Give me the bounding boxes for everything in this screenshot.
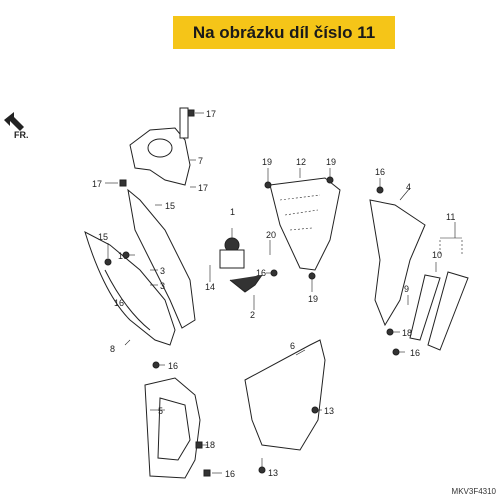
callout-16e: 16	[410, 348, 420, 358]
part-15-inner-panel	[127, 188, 196, 329]
callout-3a: 3	[160, 266, 165, 276]
callout-1: 1	[230, 207, 235, 217]
callout-16f: 16	[168, 361, 178, 371]
callout-18a: 18	[402, 328, 412, 338]
callout-9: 9	[404, 284, 409, 294]
part-6-lower-panel	[244, 339, 326, 451]
part-2-harness	[229, 274, 263, 293]
callout-19b: 19	[326, 157, 336, 167]
callout-6: 6	[290, 341, 295, 351]
callout-7: 7	[198, 156, 203, 166]
callout-16c: 16	[256, 268, 266, 278]
callout-13a: 13	[324, 406, 334, 416]
part-1-ignition-switch	[219, 228, 245, 269]
part-12-side-panel	[269, 177, 341, 271]
direction-label: FR.	[14, 130, 29, 140]
callout-5: 5	[158, 406, 163, 416]
callout-17b: 17	[92, 179, 102, 189]
callout-20: 20	[266, 230, 276, 240]
callout-4: 4	[406, 182, 411, 192]
leader-lines	[105, 112, 456, 474]
part-7-top-cover	[129, 107, 191, 186]
part-banner: Na obrázku díl číslo 11	[173, 16, 395, 49]
callout-2: 2	[250, 310, 255, 320]
part-10-strip	[409, 274, 441, 341]
callout-17a: 17	[206, 109, 216, 119]
callout-16g: 16	[225, 469, 235, 479]
callout-15b: 15	[98, 232, 108, 242]
callout-18b: 18	[205, 440, 215, 450]
diagram-code: MKV3F4310	[451, 487, 496, 496]
callout-11: 11	[446, 212, 455, 222]
callout-16d: 16	[114, 298, 124, 308]
callout-17c: 17	[198, 183, 208, 193]
callout-13b: 13	[268, 468, 278, 478]
callout-14: 14	[205, 282, 215, 292]
part-4-right-bracket	[369, 199, 426, 327]
callout-19a: 19	[262, 157, 272, 167]
callout-15a: 15	[165, 201, 175, 211]
callout-3b: 3	[160, 281, 165, 291]
part-5-lower-cover	[144, 377, 201, 479]
fasteners	[104, 109, 400, 477]
callout-16a: 16	[375, 167, 385, 177]
callout-10: 10	[432, 250, 442, 260]
front-direction-arrow-icon	[4, 112, 24, 131]
callout-12: 12	[296, 157, 306, 167]
callout-19c: 19	[308, 294, 318, 304]
callout-8: 8	[110, 344, 115, 354]
part-11-strip	[427, 237, 469, 351]
